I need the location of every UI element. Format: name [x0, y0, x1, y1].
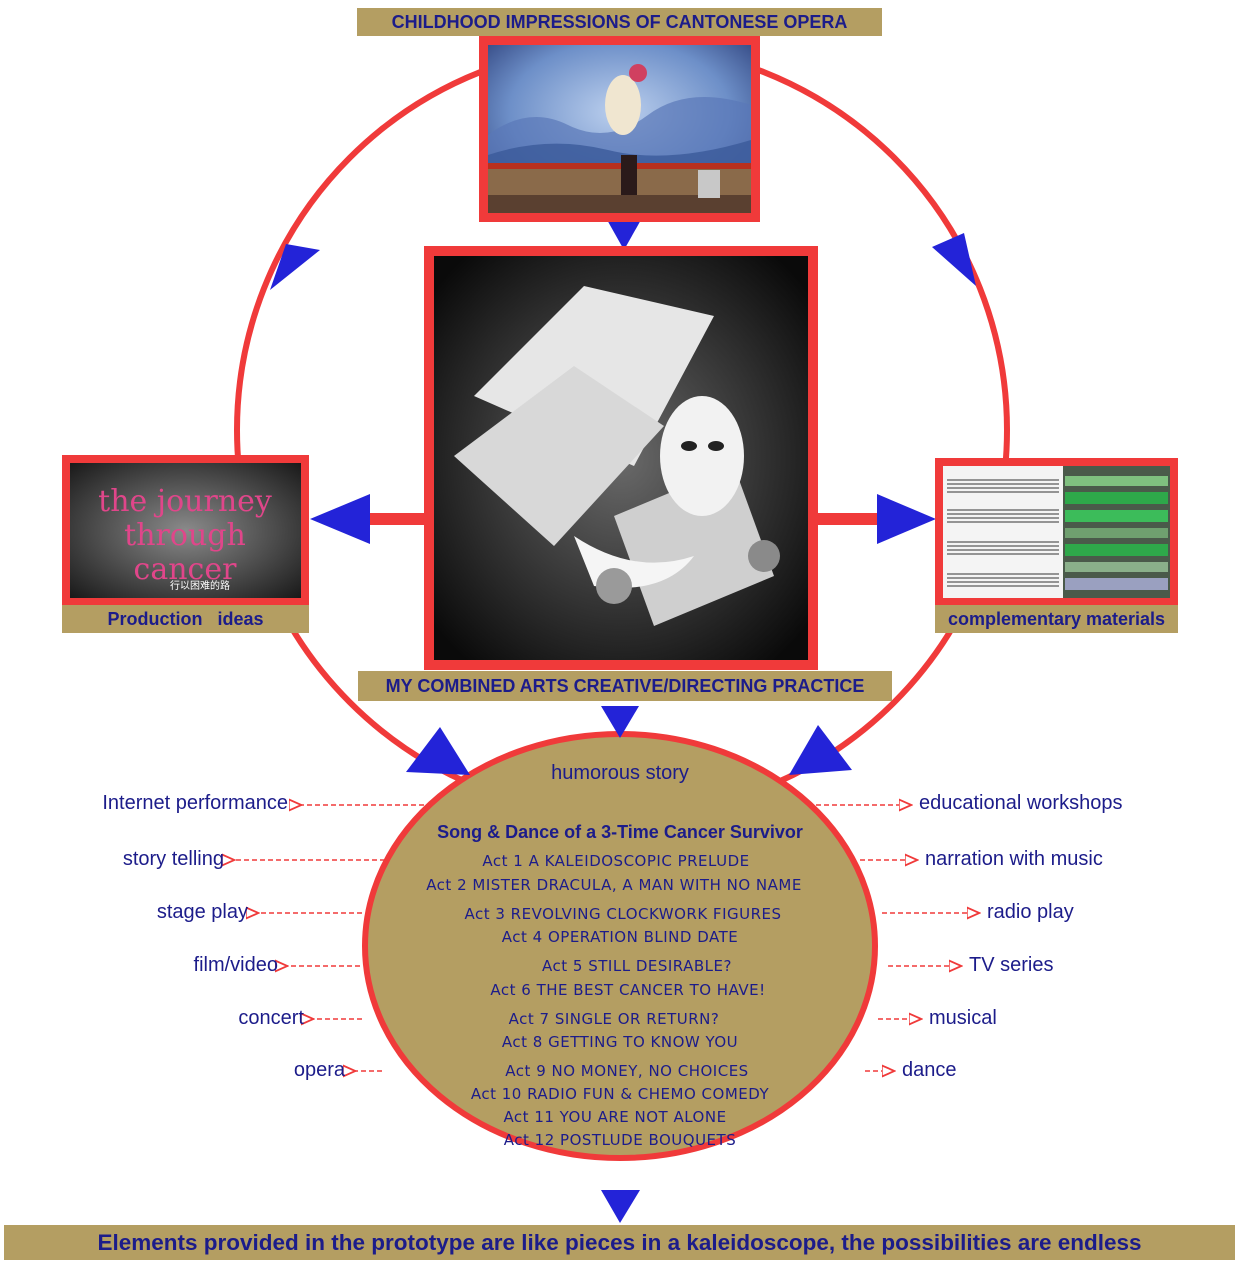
act-5: Act 5 STILL DESIRABLE?: [542, 957, 732, 975]
opera-scene-graphic: [488, 45, 751, 213]
output-concert: concert: [238, 1007, 304, 1029]
act-9: Act 9 NO MONEY, NO CHOICES: [505, 1062, 749, 1080]
footer-statement: Elements provided in the prototype are l…: [4, 1225, 1235, 1260]
output-narration-with-music: narration with music: [925, 848, 1103, 870]
central-still-life-image: [424, 246, 818, 670]
oval-title: Song & Dance of a 3-Time Cancer Survivor: [437, 822, 803, 842]
left-output-arrows: [233, 805, 432, 1071]
act-12: Act 12 POSTLUDE BOUQUETS: [503, 1131, 737, 1149]
oval-header: humorous story: [551, 762, 689, 784]
score-audio-graphic: [943, 466, 1170, 598]
output-stage-play: stage play: [156, 901, 248, 923]
act-2: Act 2 MISTER DRACULA, A MAN WITH NO NAME: [426, 876, 802, 894]
act-10: Act 10 RADIO FUN & CHEMO COMEDY: [470, 1085, 770, 1103]
output-internet-performance: Internet performance: [102, 792, 288, 814]
journey-image-title: the journey through cancer: [98, 484, 272, 587]
act-3: Act 3 REVOLVING CLOCKWORK FIGURES: [464, 905, 782, 923]
complementary-materials-caption: complementary materials: [935, 605, 1178, 633]
arrowhead-upper-right: [932, 233, 976, 286]
still-life-graphic: [434, 256, 808, 660]
journey-image: the journey through cancer 行以困难的路: [62, 455, 309, 606]
arrowhead-lower-left: [406, 727, 470, 775]
output-story-telling: story telling: [122, 848, 224, 870]
act-11: Act 11 YOU ARE NOT ALONE: [503, 1108, 727, 1126]
blue-arrowheads: [270, 218, 976, 1223]
arrowhead-center-down: [601, 706, 639, 738]
act-8: Act 8 GETTING TO KNOW YOU: [501, 1033, 739, 1051]
act-1: Act 1 A KALEIDOSCOPIC PRELUDE: [482, 852, 750, 870]
act-7: Act 7 SINGLE OR RETURN?: [508, 1010, 720, 1028]
output-dance: dance: [902, 1059, 957, 1081]
production-ideas-caption: Production ideas: [62, 605, 309, 633]
arrowhead-lower-right: [789, 725, 852, 775]
act-6: Act 6 THE BEST CANCER TO HAVE!: [490, 981, 766, 999]
arrowhead-left: [310, 494, 370, 544]
output-film-video: film/video: [193, 954, 278, 976]
arrowhead-bottom: [601, 1190, 640, 1223]
output-opera: opera: [293, 1059, 345, 1081]
journey-image-subtitle: 行以困难的路: [170, 581, 230, 592]
opera-image: [479, 36, 760, 222]
arrowhead-upper-left: [270, 244, 320, 290]
right-output-arrows: [808, 805, 978, 1071]
output-musical: musical: [929, 1007, 997, 1029]
center-title: MY COMBINED ARTS CREATIVE/DIRECTING PRAC…: [358, 671, 892, 701]
output-tv-series: TV series: [969, 954, 1054, 976]
arrowhead-top-down: [606, 218, 642, 250]
output-educational-workshops: educational workshops: [919, 792, 1123, 814]
arrowhead-right: [877, 494, 936, 544]
complementary-materials-image: [935, 458, 1178, 606]
output-radio-play: radio play: [987, 901, 1074, 923]
act-4: Act 4 OPERATION BLIND DATE: [501, 928, 739, 946]
journey-graphic: [70, 463, 301, 598]
top-title: CHILDHOOD IMPRESSIONS OF CANTONESE OPERA: [357, 8, 882, 36]
